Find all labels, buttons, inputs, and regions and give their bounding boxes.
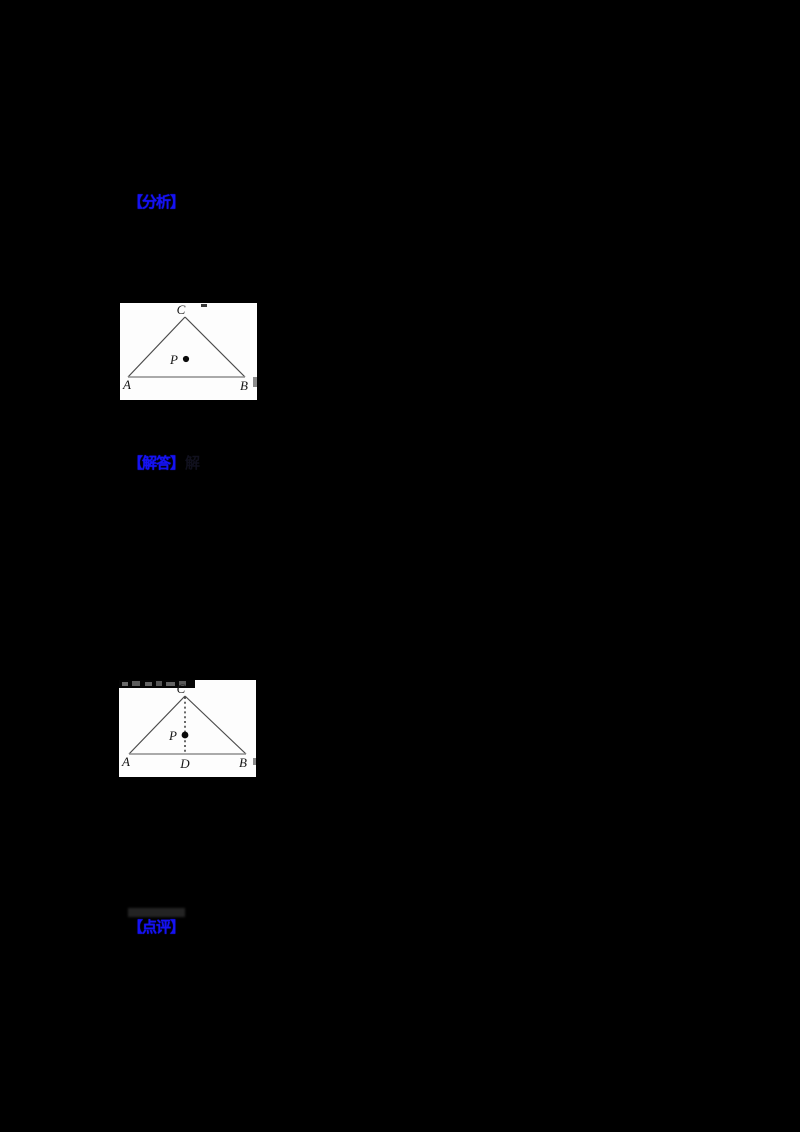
- side-AC: [127, 316, 186, 378]
- vertex-label-c: C: [177, 681, 186, 696]
- vertex-label-a: A: [121, 754, 130, 769]
- point-label-p: P: [169, 352, 178, 367]
- cropped-ink-artifact: [201, 304, 207, 307]
- side-BC: [184, 316, 246, 378]
- side-BC: [184, 695, 247, 755]
- foot-label-d: D: [179, 756, 190, 771]
- figure-triangle-with-point-p: C A B P: [120, 303, 257, 400]
- analysis-label-text: 【分析】: [128, 194, 185, 211]
- cropped-text-artifact: [132, 681, 140, 686]
- point-label-p: P: [168, 728, 177, 743]
- cropped-text-artifact: [179, 681, 186, 686]
- comment-label-text: 【点评】: [128, 919, 185, 936]
- faint-text-artifact: [128, 908, 185, 917]
- figure-triangle-with-altitude: C A B D P: [119, 680, 256, 777]
- triangle-abc-diagram: C A B P: [122, 303, 257, 393]
- point-p-dot: [182, 355, 190, 363]
- cropped-text-artifact: [166, 682, 175, 686]
- vertex-label-a: A: [122, 377, 131, 392]
- cropped-text-artifact: [122, 682, 128, 686]
- cropped-text-artifact: [156, 681, 162, 686]
- vertex-label-c: C: [177, 303, 186, 317]
- solution-inline-dark-text: 解: [185, 455, 200, 472]
- point-p-dot: [181, 731, 189, 739]
- solution-label-text: 【解答】: [128, 455, 185, 472]
- side-AC: [128, 695, 186, 755]
- vertex-label-b: B: [239, 755, 247, 770]
- section-label-comment: 【点评】: [128, 919, 185, 936]
- vertex-label-b: B: [240, 378, 248, 393]
- cropped-ink-artifact: [253, 377, 257, 387]
- cropped-ink-artifact: [253, 758, 256, 765]
- cropped-text-artifact: [145, 682, 152, 686]
- triangle-abcd-diagram: C A B D P: [119, 680, 256, 771]
- section-label-solution: 【解答】解: [128, 455, 200, 472]
- section-label-analysis: 【分析】: [128, 194, 185, 211]
